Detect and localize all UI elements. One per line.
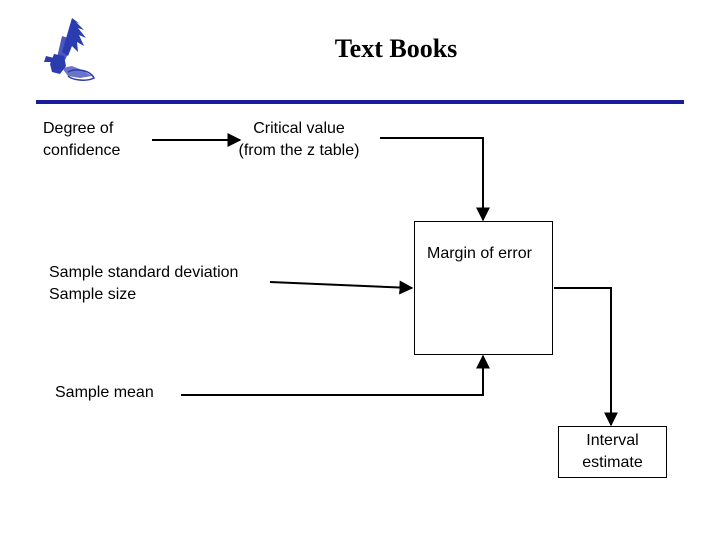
arrow-mean-to-margin: [181, 354, 490, 396]
margin-of-error-label: Margin of error: [427, 245, 532, 262]
degree-of-confidence-label: Degree of confidence: [43, 120, 121, 159]
margin-of-error-box: Margin of error: [414, 221, 553, 355]
sample-sd-size-label: Sample standard deviation Sample size: [49, 264, 239, 303]
sample-mean-label: Sample mean: [55, 384, 154, 401]
critical-value-label: Critical value (from the z table): [238, 120, 360, 159]
interval-estimate-box: Interval estimate: [558, 426, 667, 478]
eagle-logo-icon: [44, 18, 96, 81]
arrow-sd-to-margin: [269, 280, 414, 295]
interval-estimate-label: Interval estimate: [582, 432, 643, 471]
title-divider: [36, 100, 684, 104]
arrow-critical-to-margin: [380, 137, 490, 222]
slide-title: Text Books: [334, 34, 458, 63]
arrow-margin-to-interval: [554, 287, 618, 427]
